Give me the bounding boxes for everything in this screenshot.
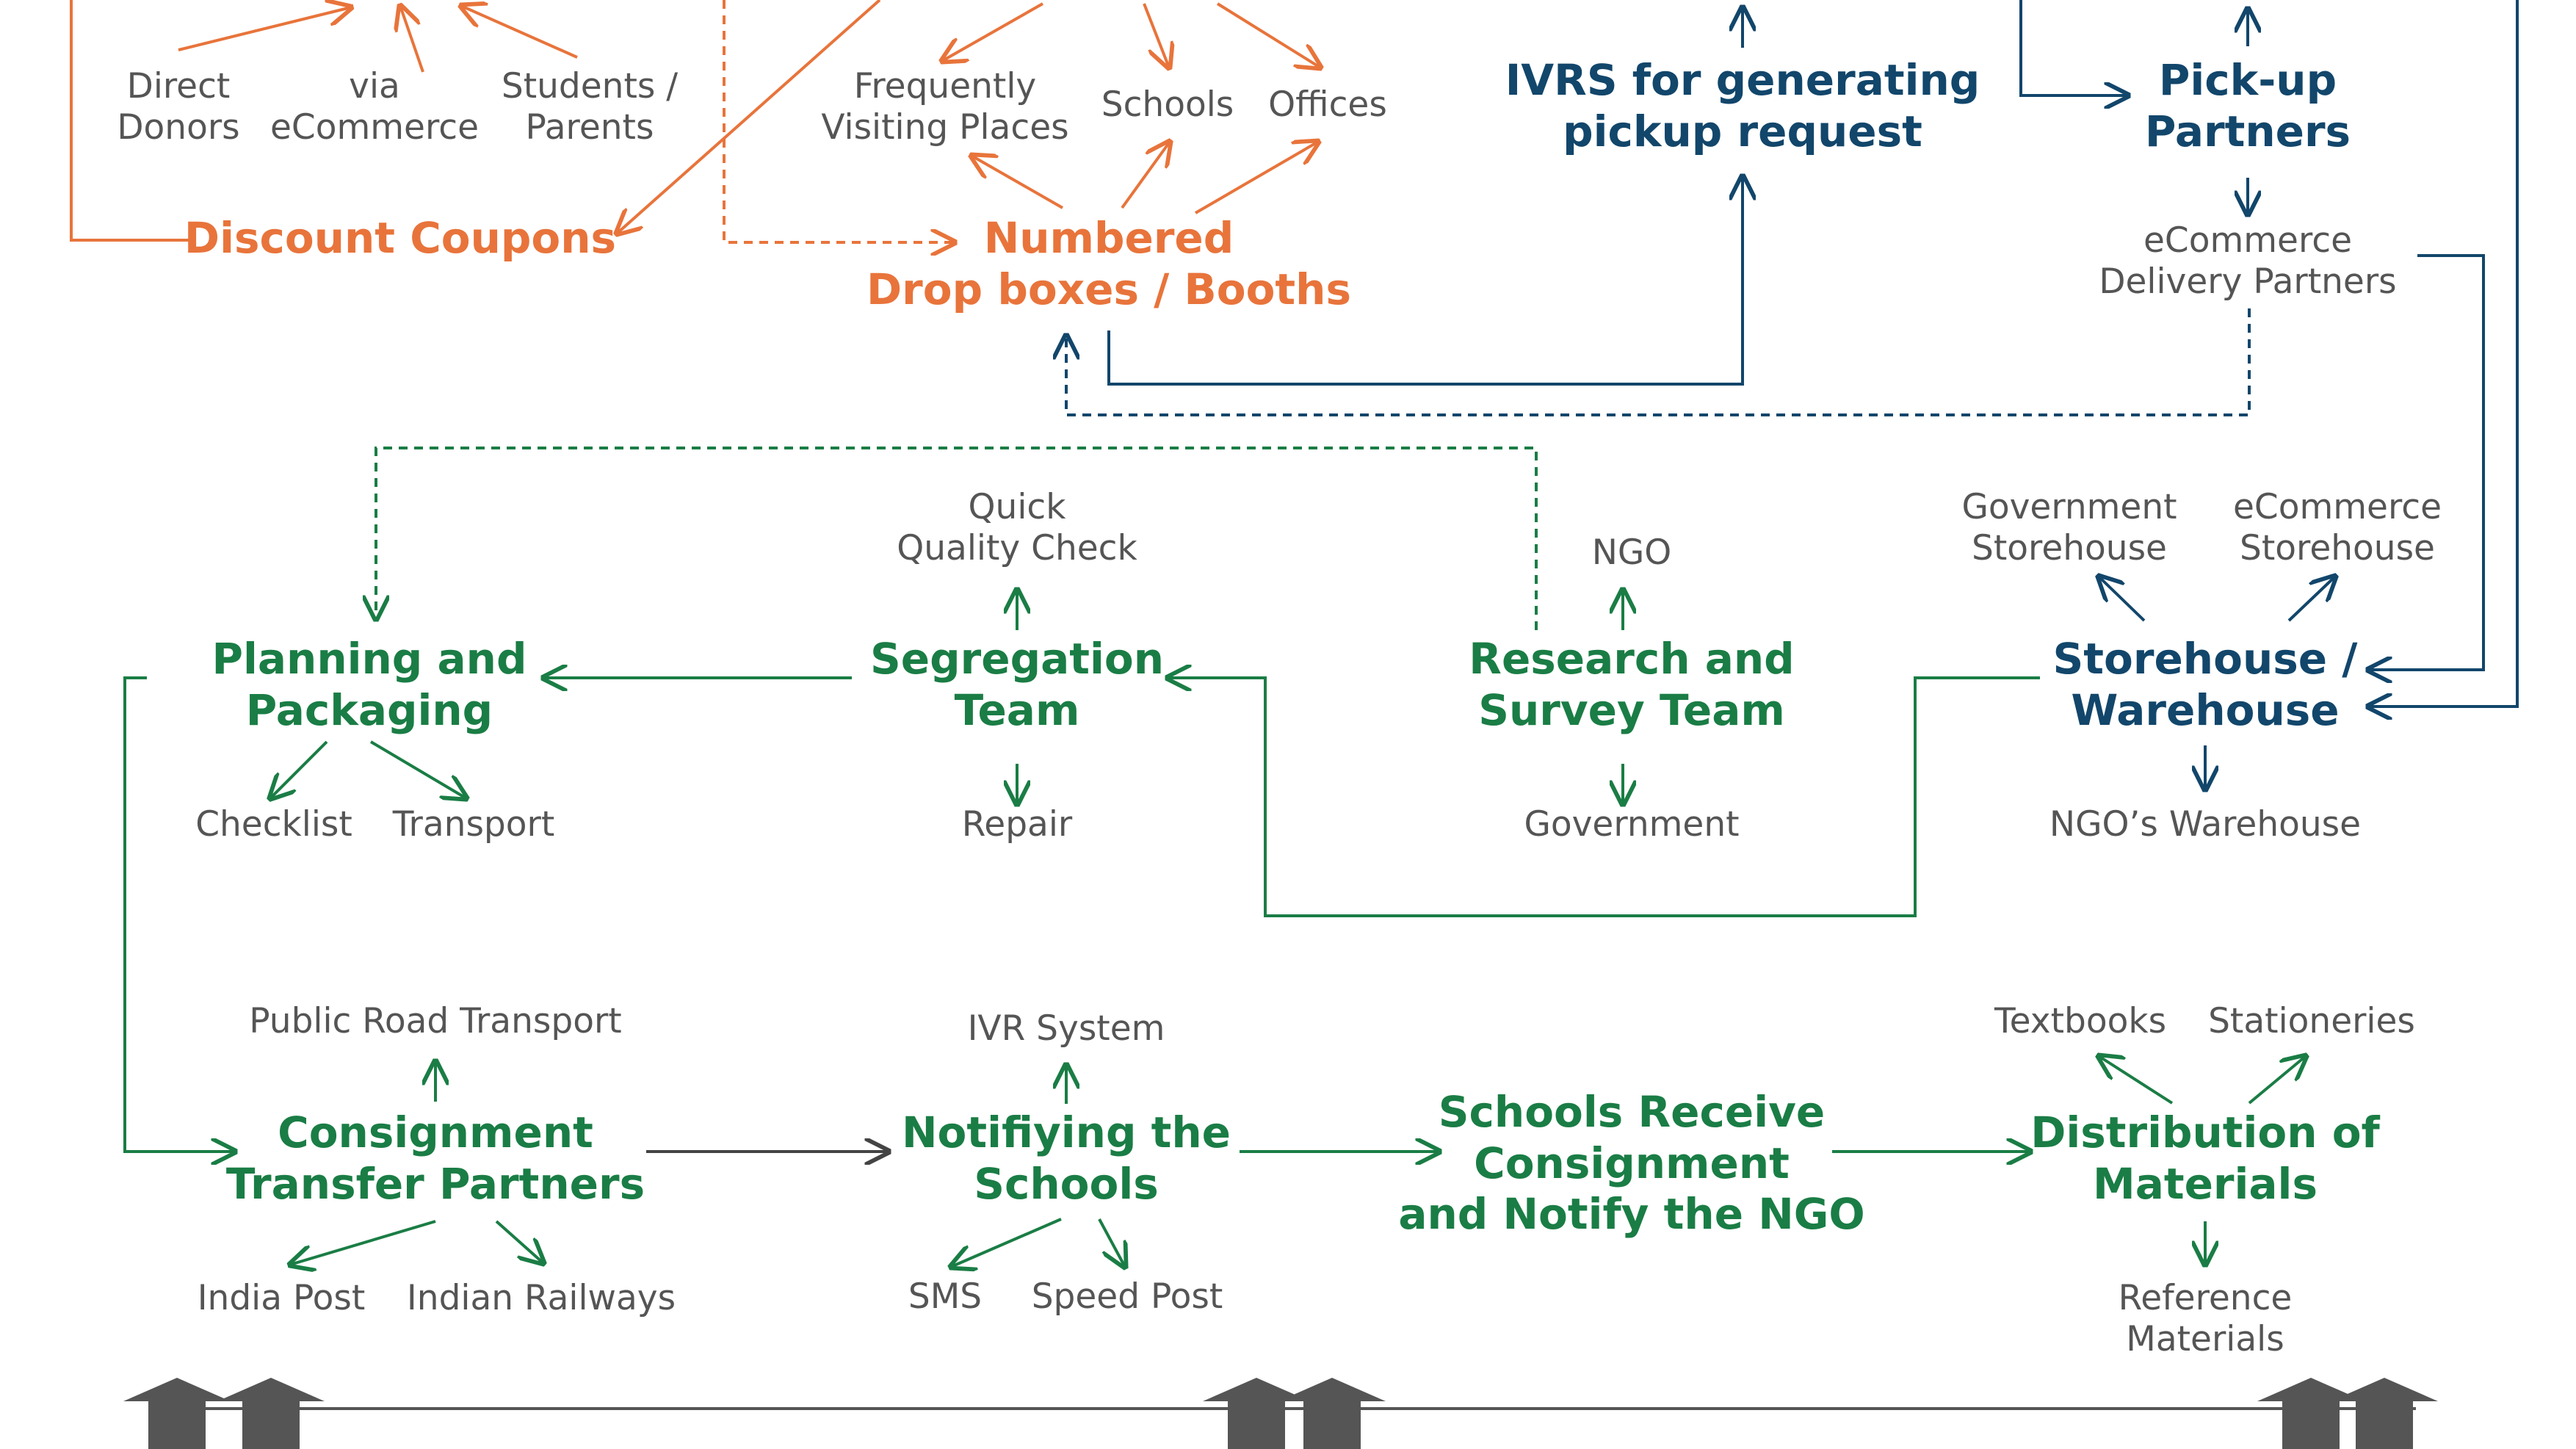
up-arrow-icon	[1278, 1378, 1386, 1449]
up-arrow-icon	[217, 1378, 325, 1449]
ngo-warehouse-label: NGO’s Warehouse	[2049, 804, 2362, 845]
repair-label: Repair	[961, 804, 1073, 845]
indian-railways-label: Indian Railways	[406, 1278, 676, 1318]
storehouse-warehouse-node: Storehouse /Warehouse	[2052, 634, 2358, 735]
public-road-transport-label: Public Road Transport	[249, 1001, 622, 1041]
up-arrow-icon	[1203, 1378, 1310, 1449]
ivr-system-label: IVR System	[967, 1008, 1165, 1049]
speed-post-label: Speed Post	[1031, 1276, 1223, 1317]
government-label: Government	[1524, 804, 1740, 845]
green-connectors	[123, 447, 2306, 1267]
students-parents-label: Students /Parents	[501, 66, 679, 148]
up-arrow-icon	[2331, 1378, 2438, 1449]
india-post-label: India Post	[197, 1278, 366, 1318]
sms-label: SMS	[908, 1276, 983, 1317]
orange-connectors	[70, 0, 1320, 242]
stationeries-label: Stationeries	[2208, 1001, 2415, 1041]
transport-label: Transport	[392, 804, 555, 845]
textbooks-label: Textbooks	[1994, 1001, 2167, 1041]
discount-coupons-node: Discount Coupons	[184, 213, 617, 263]
checklist-label: Checklist	[195, 804, 352, 845]
schools-label: Schools	[1101, 84, 1234, 125]
offices-label: Offices	[1268, 84, 1387, 125]
up-arrow-icon	[123, 1378, 231, 1449]
ngo-label: NGO	[1591, 532, 1672, 573]
timeline-arrow-markers	[123, 1378, 2438, 1449]
up-arrow-icon	[2257, 1378, 2365, 1449]
blue-connectors	[1066, 0, 2519, 789]
